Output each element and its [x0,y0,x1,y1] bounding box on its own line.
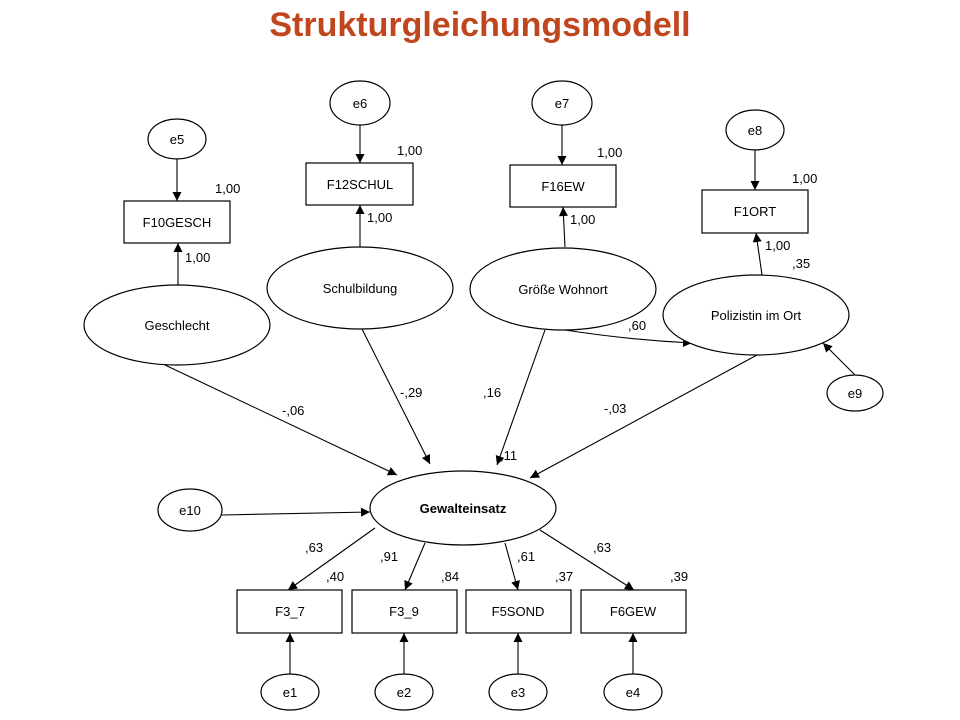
slide-title: Strukturgleichungsmodell [269,6,691,44]
error-terms: e5 e6 e7 e8 e9 e10 e1 e2 e3 e4 [147,80,884,711]
latent-gewalteinsatz-label: Gewalteinsatz [420,501,507,516]
edge-gewalt-f6gew [539,529,635,591]
error-e2: e2 [374,673,434,711]
box-f3_7: F3_7 [236,589,343,634]
edge-groesse-polizistin [564,329,693,348]
error-e10: e10 [157,488,223,532]
coef-geschlecht-f10gesch: 1,00 [185,250,210,265]
latent-gewalteinsatz: Gewalteinsatz [369,470,557,546]
coef-gewalt-f6gew: ,63 [593,540,611,555]
latent-geschlecht: Geschlecht [83,284,271,366]
coef-f3_9-r2: ,84 [441,569,459,584]
error-e1: e1 [260,673,320,711]
error-e8: e8 [725,109,785,151]
error-e9-label: e9 [848,386,862,401]
error-e8-label: e8 [748,123,762,138]
coef-groesse-f16ew: 1,00 [570,212,595,227]
edge-gewalt-f5sond [504,542,520,591]
box-f3_7-label: F3_7 [275,604,305,619]
error-e3-label: e3 [511,685,525,700]
error-e9: e9 [826,374,884,412]
error-e7-label: e7 [555,96,569,111]
coef-e6-f12schul: 1,00 [397,143,422,158]
latent-schulbildung-label: Schulbildung [323,281,397,296]
error-e4: e4 [603,673,663,711]
box-f3_9: F3_9 [351,589,458,634]
coef-gewalt-r2: ,11 [500,448,517,463]
box-f1ort: F1ORT [701,189,809,234]
error-e5: e5 [147,118,207,160]
coef-f6gew-r2: ,39 [670,569,688,584]
latent-polizistin-label: Polizistin im Ort [711,308,802,323]
box-f12schul: F12SCHUL [305,162,414,206]
box-f6gew: F6GEW [580,589,687,634]
error-e10-label: e10 [179,503,201,518]
error-e5-label: e5 [170,132,184,147]
coef-e8-f1ort: 1,00 [792,171,817,186]
latent-schulbildung: Schulbildung [266,246,454,330]
coef-groesse-polizistin: ,60 [628,318,646,333]
box-f10gesch-label: F10GESCH [143,215,212,230]
latent-groesse-wohnort-label: Größe Wohnort [518,282,608,297]
box-f16ew: F16EW [509,164,617,208]
box-f10gesch: F10GESCH [123,200,231,244]
coef-polizistin-r2: ,35 [792,256,810,271]
coef-schulbildung-gewalt: -,29 [400,385,422,400]
error-e6: e6 [329,80,391,126]
box-f12schul-label: F12SCHUL [327,177,393,192]
coef-schulbildung-f12schul: 1,00 [367,210,392,225]
coef-polizistin-f1ort: 1,00 [765,238,790,253]
box-f1ort-label: F1ORT [734,204,776,219]
observed-variables: F10GESCH F12SCHUL F16EW F1ORT F3_7 F3_9 … [123,162,809,634]
box-f5sond: F5SOND [465,589,572,634]
coef-e7-f16ew: 1,00 [597,145,622,160]
edge-groesse-f16ew [558,206,568,248]
error-e4-label: e4 [626,685,640,700]
edges [164,125,859,675]
coef-f5sond-r2: ,37 [555,569,573,584]
coef-gewalt-f3_7: ,63 [305,540,323,555]
error-e3: e3 [488,673,548,711]
error-e7: e7 [531,80,593,126]
latent-variables: Geschlecht Schulbildung Größe Wohnort Po… [83,246,850,546]
box-f16ew-label: F16EW [541,179,585,194]
edge-e10-gewalt [221,507,371,517]
coef-e5-f10gesch: 1,00 [215,181,240,196]
coef-geschlecht-gewalt: -,06 [282,403,304,418]
error-e1-label: e1 [283,685,297,700]
error-e6-label: e6 [353,96,367,111]
coefficients: 1,00 1,00 1,00 1,00 1,00 1,00 1,00 1,00 … [185,143,817,584]
edge-polizistin-gewalt [529,354,758,479]
latent-geschlecht-label: Geschlecht [144,318,209,333]
latent-polizistin: Polizistin im Ort [662,274,850,356]
edge-e9-polizistin [822,342,859,379]
edge-gewalt-f3_9 [404,542,426,591]
coef-gewalt-f5sond: ,61 [517,549,535,564]
coef-gewalt-f3_9: ,91 [380,549,398,564]
edge-schulbildung-gewalt [361,328,431,465]
latent-groesse-wohnort: Größe Wohnort [469,247,657,331]
box-f6gew-label: F6GEW [610,604,657,619]
error-e2-label: e2 [397,685,411,700]
coef-groesse-gewalt: ,16 [483,385,501,400]
edge-geschlecht-gewalt [164,364,398,476]
edge-polizistin-f1ort [752,232,763,276]
box-f3_9-label: F3_9 [389,604,419,619]
box-f5sond-label: F5SOND [492,604,545,619]
coef-f3_7-r2: ,40 [326,569,344,584]
coef-polizistin-gewalt: -,03 [604,401,626,416]
edge-gewalt-f3_7 [287,527,376,591]
edge-groesse-gewalt [495,329,546,466]
